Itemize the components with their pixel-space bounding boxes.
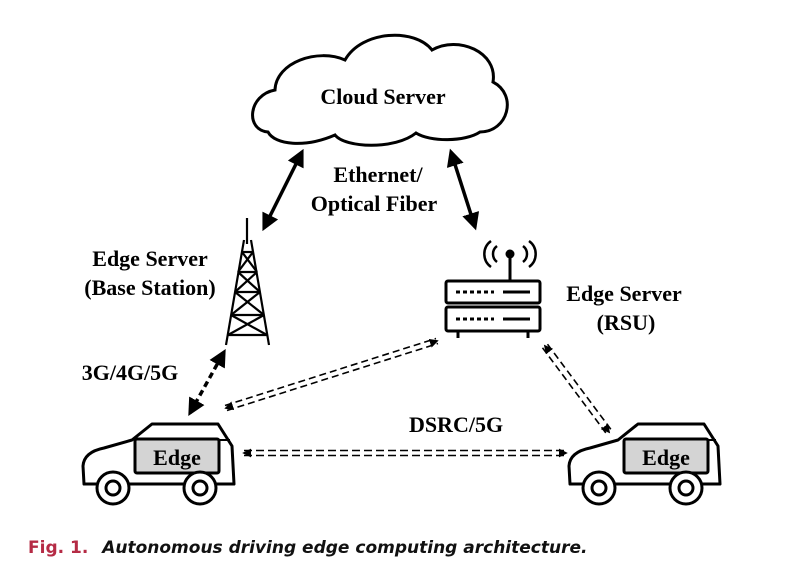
base-station-label-line1: Edge Server	[92, 246, 208, 271]
vehicle-to-rsu-link-arrow	[224, 337, 439, 412]
ethernet-label: Ethernet/	[333, 162, 423, 187]
base-station-tower-icon	[224, 218, 271, 346]
v2v-label: DSRC/5G	[409, 412, 503, 437]
rsu-label-line1: Edge Server	[566, 281, 682, 306]
cloud-server-label: Cloud Server	[320, 84, 446, 109]
cellular-link-arrow	[188, 348, 226, 417]
cloud-to-base-station-arrow	[262, 148, 304, 232]
base-station-label-line2: (Base Station)	[84, 275, 215, 300]
rsu-server-icon	[444, 239, 542, 338]
figure-caption-text: Autonomous driving edge computing archit…	[102, 538, 588, 558]
figure-caption: Fig. 1. Autonomous driving edge computin…	[28, 538, 587, 558]
rsu-label-line2: (RSU)	[597, 310, 656, 335]
rsu-to-vehicle-link-arrow	[541, 343, 613, 435]
cloud-to-rsu-arrow	[446, 148, 480, 231]
vehicle-to-vehicle-link-arrow	[242, 448, 568, 458]
cloud-server-icon	[251, 33, 509, 147]
cellular-label: 3G/4G/5G	[82, 360, 179, 385]
left-vehicle-edge-label: Edge	[153, 445, 201, 470]
optical-fiber-label: Optical Fiber	[311, 191, 438, 216]
left-vehicle-icon	[81, 422, 236, 506]
figure-number: Fig. 1.	[28, 538, 89, 558]
right-vehicle-icon	[567, 422, 722, 506]
right-vehicle-edge-label: Edge	[642, 445, 690, 470]
